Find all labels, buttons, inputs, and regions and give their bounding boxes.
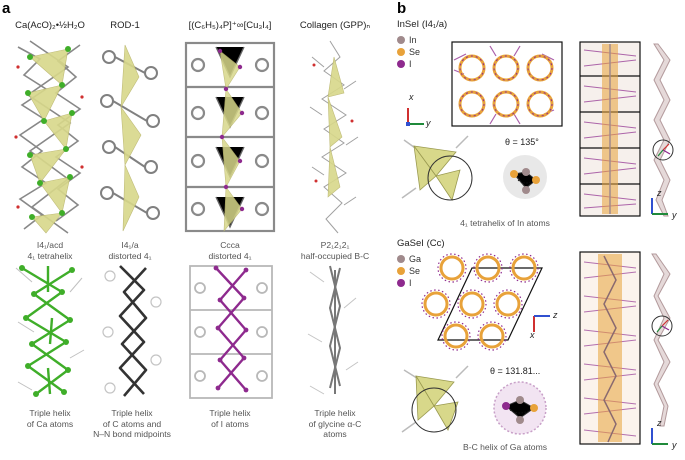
- gasei-caption: B-C helix of Ga atoms: [462, 442, 548, 452]
- insei-crystal-view: [451, 41, 563, 127]
- legend-se2-dot: [397, 267, 405, 275]
- panel-b-letter: b: [397, 0, 407, 17]
- triple-helix-i-atoms: [189, 265, 273, 399]
- header-collagen: Collagen (GPP)ₙ: [299, 20, 371, 31]
- header-rod-1: ROD-1: [110, 20, 140, 31]
- caption-ca-top-line2: 4₁ tetrahelix: [27, 250, 73, 261]
- caption-cu3i4-bottom-line1: Triple helix: [209, 408, 251, 418]
- caption-collagen-bottom: Triple helix of glycine α-C atoms: [285, 408, 385, 440]
- insei-right-axes-icon: [651, 198, 668, 215]
- gasei-crystal-view: [421, 253, 543, 351]
- legend-i-dot: [397, 60, 405, 68]
- caption-rod1-top: I4₁/a distorted 4₁: [90, 240, 170, 261]
- gasei-right-axis-z-label: z: [657, 418, 662, 428]
- insei-axes-icon: [406, 108, 424, 126]
- structure-rod1-distorted: [100, 44, 160, 232]
- insei-column-view: [579, 41, 641, 217]
- legend-se-label: Se: [409, 47, 421, 57]
- triple-helix-c-atoms: [102, 265, 162, 397]
- gasei-legend: Ga Se I: [397, 253, 421, 289]
- gasei-tetrahedron-detail: [401, 365, 469, 433]
- caption-ca-bottom-line1: Triple helix: [29, 408, 71, 418]
- caption-rod1-top-line2: distorted 4₁: [108, 250, 152, 261]
- legend-se2-label: Se: [409, 266, 421, 276]
- insei-tetrahedron-detail: [401, 135, 473, 201]
- caption-ca-bottom-line2: of Ca atoms: [26, 418, 74, 429]
- caption-cu3i4-top-line2: distorted 4₁: [208, 250, 252, 261]
- caption-cu3i4-top-line1: Ccca: [220, 240, 240, 250]
- legend-in-label: In: [409, 35, 417, 45]
- caption-rod1-bottom: Triple helix of C atoms and N–N bond mid…: [82, 408, 182, 440]
- legend-ga-label: Ga: [409, 254, 422, 264]
- gasei-title: GaSeI (Cc): [397, 238, 445, 249]
- insei-right-axis-y-label: y: [672, 210, 677, 220]
- caption-rod1-bottom-line2: of C atoms and: [102, 418, 162, 429]
- caption-rod1-bottom-line3: N–N bond midpoints: [93, 429, 171, 439]
- caption-ca-bottom: Triple helix of Ca atoms: [0, 408, 100, 429]
- legend-se-dot: [397, 48, 405, 56]
- legend-i2-dot: [397, 279, 405, 287]
- legend-i-label: I: [409, 59, 412, 69]
- gasei-right-axes-icon: [651, 428, 668, 445]
- caption-collagen-top-line1: P2₁2₁2₁: [320, 240, 350, 250]
- structure-ca-tetrahelix: [14, 40, 84, 234]
- caption-ca-top-line1: I4₁/acd: [36, 240, 64, 250]
- caption-rod1-top-line1: I4₁/a: [121, 240, 139, 250]
- insei-axis-x-label: x: [409, 92, 414, 102]
- gasei-helix-strand: [651, 253, 673, 427]
- gasei-theta-label: θ = 131.81...: [490, 366, 541, 376]
- structure-collagen-bc: [309, 40, 359, 234]
- panel-a-letter: a: [2, 0, 11, 17]
- legend-i2-label: I: [409, 278, 412, 288]
- insei-theta-cluster: [503, 155, 547, 199]
- caption-cu3i4-bottom-line2: of I atoms: [211, 418, 249, 429]
- insei-caption: 4₁ tetrahelix of In atoms: [460, 218, 550, 228]
- insei-right-axis-z-label: z: [657, 188, 662, 198]
- caption-cu3i4-bottom: Triple helix of I atoms: [190, 408, 270, 429]
- gasei-right-axis-y-label: y: [672, 440, 677, 450]
- triple-helix-ca: [15, 265, 85, 397]
- gasei-axes-icon: [533, 315, 550, 332]
- triple-helix-glycine: [307, 265, 359, 395]
- caption-cu3i4-top: Ccca distorted 4₁: [190, 240, 270, 261]
- gasei-theta-cluster: [493, 381, 547, 435]
- caption-collagen-top-line2: half-occupied B-C: [300, 250, 370, 261]
- legend-ga-dot: [397, 255, 405, 263]
- header-cu3i4: [(C₆H₅)₄P]⁺∞[Cu₃I₄]: [188, 20, 272, 31]
- insei-axis-y-label: y: [426, 118, 431, 128]
- caption-collagen-bottom-line1: Triple helix: [314, 408, 356, 418]
- insei-title: InSeI (I4₁/a): [397, 19, 448, 30]
- header-ca-acetate: Ca(AcO)₂•½H₂O: [15, 20, 85, 31]
- caption-collagen-bottom-line3: atoms: [323, 429, 347, 439]
- gasei-column-view: [579, 251, 641, 445]
- insei-theta-label: θ = 135°: [505, 137, 539, 147]
- insei-legend: In Se I: [397, 34, 420, 70]
- caption-collagen-bottom-line2: of glycine α-C: [308, 418, 362, 429]
- legend-in-dot: [397, 36, 405, 44]
- caption-rod1-bottom-line1: Triple helix: [111, 408, 153, 418]
- caption-ca-top: I4₁/acd 4₁ tetrahelix: [0, 240, 100, 261]
- structure-cu3i4-distorted: [184, 41, 276, 233]
- caption-collagen-top: P2₁2₁2₁ half-occupied B-C: [285, 240, 385, 261]
- insei-helix-strand: [652, 43, 674, 217]
- gasei-axis-z-label: z: [553, 310, 558, 320]
- gasei-axis-x-label: x: [530, 330, 535, 340]
